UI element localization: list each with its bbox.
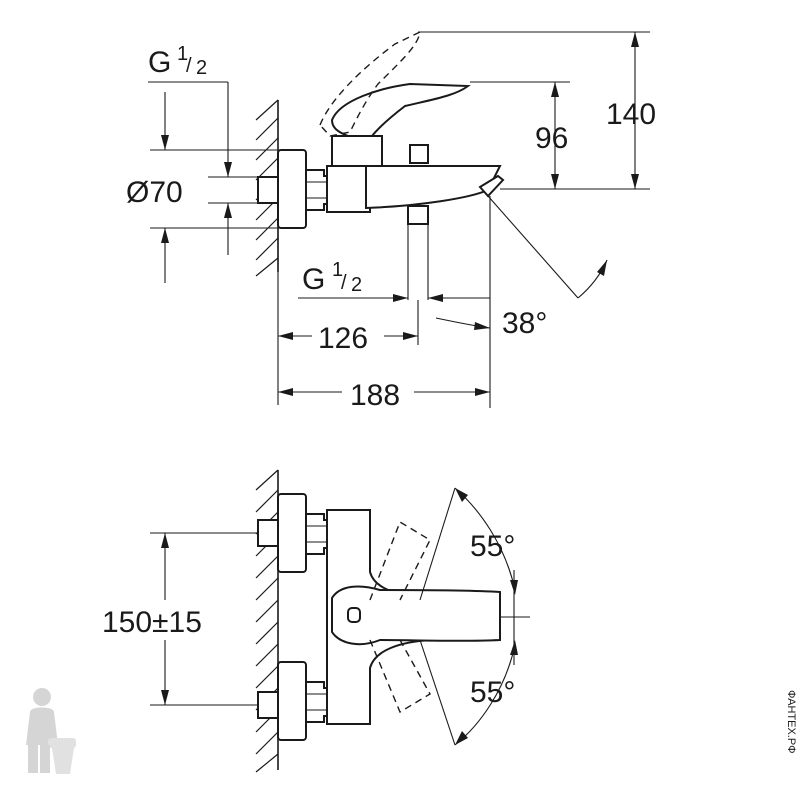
diameter-label: Ø70 — [126, 176, 183, 209]
overall-height-label: 140 — [606, 98, 656, 131]
watermark-side-text: ФАНТЕХ.РФ — [785, 690, 797, 753]
spout-length-label: 126 — [318, 322, 368, 355]
center-distance-label: 150±15 — [102, 606, 202, 639]
aerator — [478, 174, 505, 198]
lever-indicator — [347, 607, 361, 623]
connector-stub-lower — [257, 691, 279, 719]
mixer-body-side — [326, 165, 371, 213]
hex-nut-upper — [305, 513, 328, 555]
thread-label-mid: G — [302, 263, 325, 296]
plumber-mascot-icon — [26, 688, 76, 774]
hex-nut-side — [305, 169, 328, 211]
thread-top-denominator: 2 — [196, 57, 207, 79]
lever-angle-up-label: 55° — [470, 530, 515, 563]
connector-stub-upper — [257, 519, 279, 547]
cartridge-column — [331, 135, 383, 167]
diverter-knob — [409, 144, 429, 164]
thread-label-top: G — [148, 46, 171, 79]
lever-height-label: 96 — [535, 122, 568, 155]
wall-connector-stub — [257, 176, 279, 204]
hex-nut-lower — [305, 681, 328, 723]
rosette-side — [277, 149, 307, 229]
overall-depth-label: 188 — [350, 379, 400, 412]
shower-outlet — [407, 205, 429, 225]
svg-text:/: / — [341, 272, 347, 294]
lever-top — [331, 585, 501, 646]
rosette-lower — [277, 661, 307, 741]
side-view: G 1 / 2 Ø70 96 140 G 1 / 2 — [126, 30, 656, 412]
rosette-upper — [277, 493, 307, 573]
svg-text:/: / — [186, 55, 192, 77]
top-view: 55° 55° 150±15 — [102, 469, 530, 773]
lever-raised-outline — [319, 30, 421, 137]
thread-top-numerator: 1 — [177, 43, 188, 65]
thread-mid-numerator: 1 — [332, 259, 343, 281]
wall-top — [255, 469, 279, 773]
lever-rotated-down-outline — [369, 639, 431, 714]
lever-rotated-up-outline — [369, 520, 431, 601]
spout-angle-label: 38° — [502, 307, 547, 340]
thread-mid-denominator: 2 — [351, 274, 362, 296]
lever-angle-down-label: 55° — [470, 676, 515, 709]
